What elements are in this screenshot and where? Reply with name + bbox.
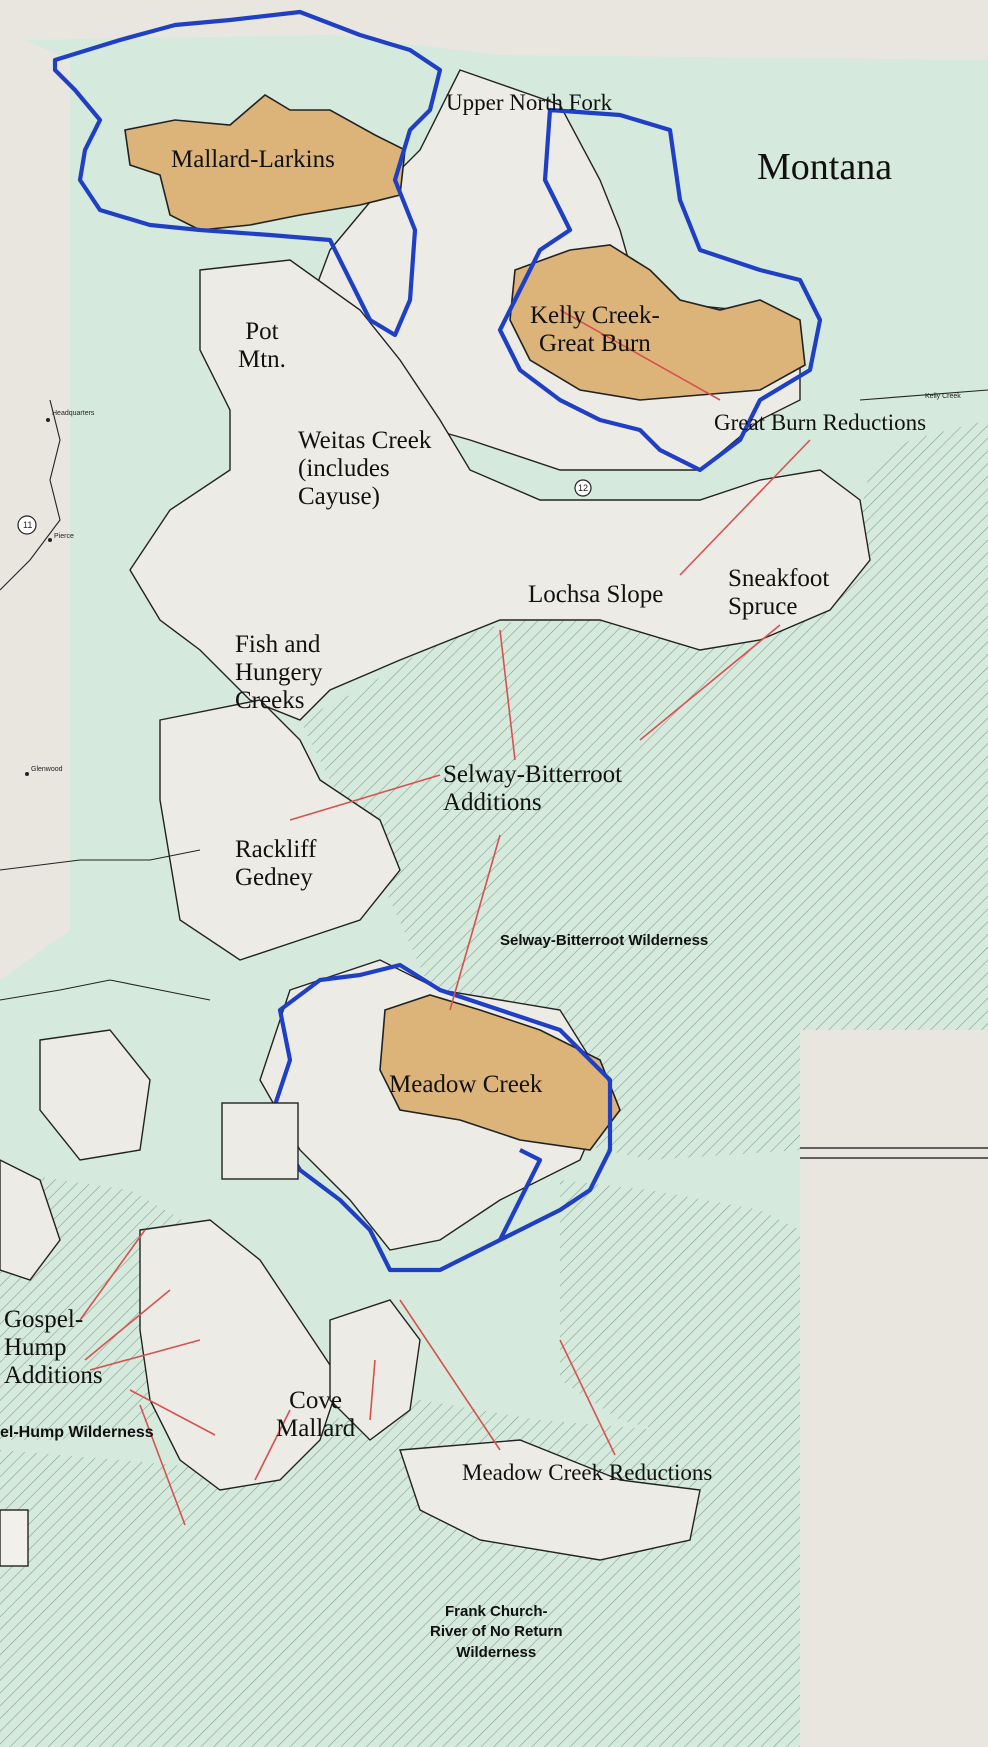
town-dot <box>25 772 29 776</box>
label-frank-church-wilderness: Frank Church- River of No Return Wildern… <box>430 1602 563 1663</box>
label-selway-bitterroot-wilderness: Selway-Bitterroot Wilderness <box>500 932 709 949</box>
label-frank-church-line2: River of No Return <box>430 1623 563 1641</box>
route-12-label: 12 <box>578 483 589 493</box>
label-cove-line1: Cove <box>289 1387 342 1414</box>
label-sneakfoot-spruce: Sneakfoot Spruce <box>728 565 829 621</box>
label-pot-mtn-line1: Pot <box>245 318 279 345</box>
label-kelly-creek: Kelly Creek- Great Burn <box>530 302 660 358</box>
inset-box <box>221 1102 299 1180</box>
leader-lines <box>79 309 811 1526</box>
label-kelly-creek-line1: Kelly Creek- <box>530 302 660 329</box>
town-headquarters: Headquarters <box>52 410 95 417</box>
route-shield-11 <box>17 515 37 535</box>
label-meadow-creek-reductions: Meadow Creek Reductions <box>462 1460 713 1485</box>
meadow-south-hatch <box>560 1180 800 1460</box>
label-weitas-line3: Cayuse) <box>298 483 380 510</box>
label-rackliff-line2: Gedney <box>235 864 313 891</box>
label-weitas-line1: Weitas Creek <box>298 427 432 454</box>
state-label: Montana <box>757 146 893 188</box>
route-11-label: 11 <box>23 520 33 530</box>
label-rackliff-gedney: Rackliff Gedney <box>235 836 316 892</box>
label-sneakfoot-line2: Spruce <box>728 593 798 620</box>
label-fish-line2: Hungery <box>235 659 323 686</box>
label-meadow-creek: Meadow Creek <box>389 1071 543 1098</box>
blue-outlines <box>52 9 823 1273</box>
label-gospel-line3: Additions <box>4 1362 103 1389</box>
town-dot <box>48 538 52 542</box>
label-gospel-hump-wilderness: el-Hump Wilderness <box>0 1424 154 1441</box>
town-pierce: Pierce <box>54 533 74 540</box>
label-fish-line1: Fish and <box>235 631 321 658</box>
label-lochsa-slope: Lochsa Slope <box>528 581 664 608</box>
town-kelly-creek: Kelly Creek <box>925 393 961 400</box>
label-upper-north-fork: Upper North Fork <box>446 90 613 115</box>
town-dot <box>46 418 50 422</box>
label-rackliff-line1: Rackliff <box>235 836 317 863</box>
label-cove-line2: Mallard <box>276 1415 356 1442</box>
label-mallard-larkins: Mallard-Larkins <box>171 146 335 173</box>
town-glenwood: Glenwood <box>31 766 63 773</box>
label-selway-additions-line1: Selway-Bitterroot <box>443 761 623 788</box>
label-gospel-line2: Hump <box>4 1334 67 1361</box>
label-weitas-line2: (includes <box>298 455 390 482</box>
label-frank-church-line3: Wilderness <box>456 1643 537 1661</box>
label-sneakfoot-line1: Sneakfoot <box>728 565 830 592</box>
roads <box>0 389 988 1001</box>
route-shield-12 <box>574 479 592 497</box>
label-fish-hungery: Fish and Hungery Creeks <box>235 631 322 715</box>
label-selway-additions-line2: Additions <box>443 789 542 816</box>
label-pot-mtn-line2: Mtn. <box>238 346 286 373</box>
label-pot-mtn: Pot Mtn. <box>238 318 286 374</box>
proposed-wilderness-areas <box>124 94 806 1151</box>
label-fish-line3: Creeks <box>235 687 305 714</box>
label-frank-church-line1: Frank Church- <box>445 1603 548 1620</box>
label-selway-additions: Selway-Bitterroot Additions <box>443 761 622 817</box>
label-kelly-creek-line2: Great Burn <box>539 330 651 357</box>
label-gospel-hump-additions: Gospel- Hump Additions <box>4 1306 103 1390</box>
label-great-burn-reductions: Great Burn Reductions <box>714 410 927 435</box>
label-gospel-line1: Gospel- <box>4 1306 84 1333</box>
label-weitas-creek: Weitas Creek (includes Cayuse) <box>298 427 431 511</box>
label-cove-mallard: Cove Mallard <box>276 1387 355 1443</box>
inset-box-left <box>0 1509 29 1567</box>
